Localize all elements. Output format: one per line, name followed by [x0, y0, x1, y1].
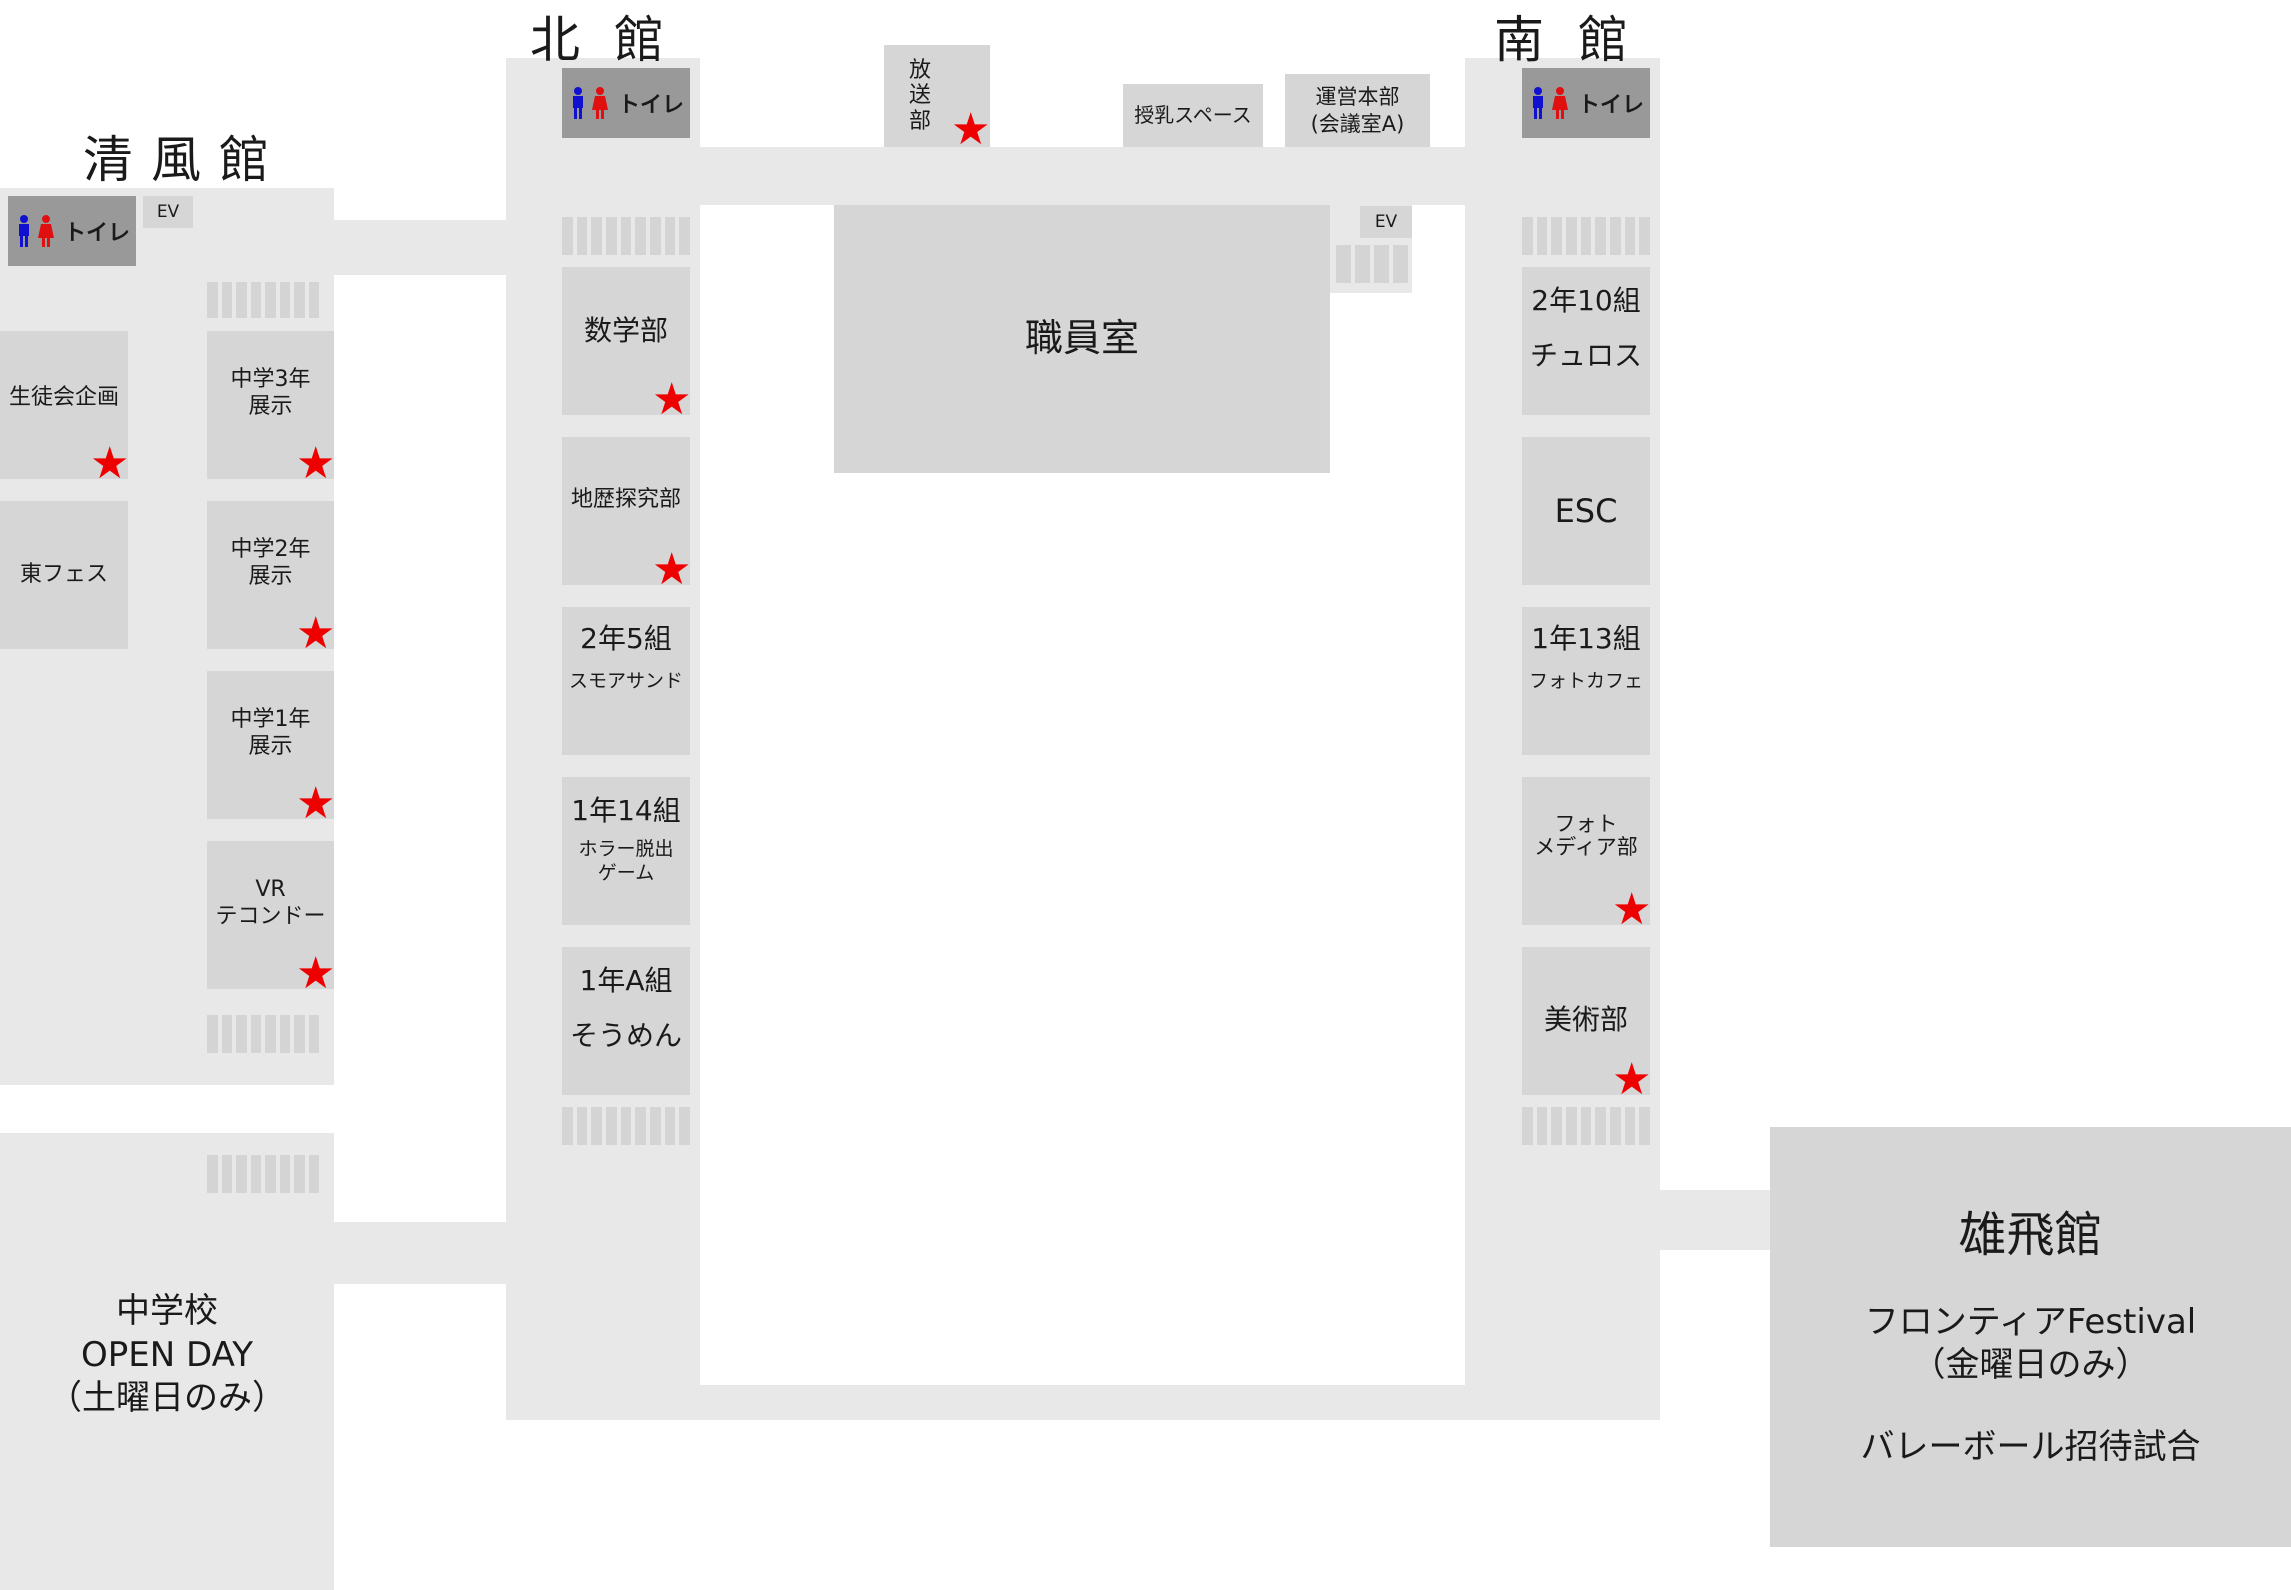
junior-bridge: [334, 1222, 506, 1284]
star-icon: ★: [296, 948, 336, 999]
star-icon: ★: [90, 438, 130, 489]
room-label: 展示: [248, 394, 293, 419]
star-icon: ★: [652, 544, 692, 595]
stairs: [207, 1153, 319, 1195]
seifu-gap: [0, 1085, 134, 1133]
event-label: フロンティアFestival: [1864, 1302, 2197, 1342]
star-icon: ★: [652, 374, 692, 425]
room-label: 中学1年: [230, 706, 311, 732]
stairs: [207, 1013, 319, 1055]
room-label: フォト: [1554, 811, 1618, 836]
star-icon: ★: [951, 104, 991, 155]
photo-media-club-room[interactable]: フォト メディア部: [1522, 777, 1650, 925]
area-label: （土曜日のみ）: [48, 1378, 286, 1419]
north-toilet[interactable]: トイレ: [562, 68, 690, 138]
room-label: 1年A組: [579, 964, 673, 997]
star-icon: ★: [296, 608, 336, 659]
star-icon: ★: [296, 778, 336, 829]
stairs: [562, 215, 691, 257]
geo-history-club-room[interactable]: 地歴探究部: [562, 437, 690, 585]
event-label: （金曜日のみ）: [1911, 1344, 2150, 1385]
jh3-exhibit-room[interactable]: 中学3年 展示: [207, 331, 334, 479]
stairs: [1522, 1105, 1651, 1147]
yuhi-bridge: [1660, 1190, 1770, 1250]
stairs: [562, 1105, 691, 1147]
room-label: 展示: [248, 734, 293, 759]
broadcast-club[interactable]: 放 送 部: [884, 45, 990, 147]
room-label: 放: [908, 58, 931, 84]
seifu-building-label: 清風館: [83, 131, 287, 189]
room-label: 中学2年: [230, 536, 311, 562]
junior-high-area: [0, 1133, 334, 1590]
art-club-room[interactable]: 美術部: [1522, 947, 1650, 1095]
room-label: ホラー脱出: [578, 838, 674, 860]
room-label: 1年14組: [571, 794, 681, 827]
stairs: [1336, 243, 1408, 285]
restroom-icon: [572, 87, 608, 119]
student-council-room[interactable]: 生徒会企画: [0, 331, 128, 479]
seifu-toilet[interactable]: トイレ: [8, 196, 136, 266]
room-label: 中学3年: [230, 366, 311, 392]
seifu-elevator[interactable]: EV: [143, 196, 193, 228]
star-icon: ★: [296, 438, 336, 489]
room-label: メディア部: [1534, 835, 1638, 859]
room-label: 運営本部: [1315, 85, 1400, 110]
stairs: [1522, 215, 1651, 257]
room-label: 1年13組: [1531, 622, 1641, 655]
class-1-13-room[interactable]: 1年13組 フォトカフェ: [1522, 607, 1650, 755]
room-label: 部: [908, 108, 931, 134]
room-label: VR: [255, 876, 286, 902]
room-label: 2年5組: [580, 622, 672, 655]
seifu-gap-2: [200, 1085, 334, 1133]
staff-room[interactable]: 職員室: [834, 205, 1330, 473]
seifu-bridge-top: [334, 220, 506, 275]
restroom-icon: [1532, 87, 1568, 119]
room-label: フォトカフェ: [1528, 670, 1643, 692]
math-club-room[interactable]: 数学部: [562, 267, 690, 415]
north-elevator[interactable]: EV: [1360, 206, 1412, 238]
north-building-label: 北館: [530, 11, 698, 69]
class-1-14-room[interactable]: 1年14組 ホラー脱出 ゲーム: [562, 777, 690, 925]
room-label: 2年10組: [1531, 284, 1641, 317]
operations-hq[interactable]: 運営本部 (会議室A): [1285, 74, 1430, 147]
higashi-fes-room[interactable]: 東フェス: [0, 501, 128, 649]
room-label: ゲーム: [597, 861, 655, 884]
jh1-exhibit-room[interactable]: 中学1年 展示: [207, 671, 334, 819]
room-label: チュロス: [1529, 339, 1642, 372]
class-1-a-room[interactable]: 1年A組 そうめん: [562, 947, 690, 1095]
south-toilet[interactable]: トイレ: [1522, 68, 1650, 138]
nursing-space[interactable]: 授乳スペース: [1123, 84, 1263, 147]
event-label: バレーボール招待試合: [1860, 1427, 2201, 1467]
toilet-label: トイレ: [1577, 93, 1644, 118]
junior-high-open-day[interactable]: 中学校 OPEN DAY （土曜日のみ）: [0, 1290, 334, 1421]
star-icon: ★: [1612, 884, 1652, 935]
room-label: (会議室A): [1310, 111, 1405, 136]
vr-taekwondo-room[interactable]: VR テコンドー: [207, 841, 334, 989]
room-label: そうめん: [569, 1019, 682, 1052]
star-icon: ★: [1612, 1054, 1652, 1105]
room-label: スモアサンド: [568, 670, 683, 692]
stairs: [207, 280, 319, 320]
esc-room[interactable]: ESC: [1522, 437, 1650, 585]
south-building-label: 南館: [1494, 11, 1662, 69]
area-label: OPEN DAY: [81, 1334, 253, 1375]
toilet-label: トイレ: [63, 221, 130, 246]
class-2-5-room[interactable]: 2年5組 スモアサンド: [562, 607, 690, 755]
restroom-icon: [18, 215, 54, 247]
room-label: 展示: [248, 564, 293, 589]
building-label: 雄飛館: [1958, 1207, 2103, 1263]
class-2-10-room[interactable]: 2年10組 チュロス: [1522, 267, 1650, 415]
toilet-label: トイレ: [617, 93, 684, 118]
jh2-exhibit-room[interactable]: 中学2年 展示: [207, 501, 334, 649]
yuhi-building[interactable]: 雄飛館 フロンティアFestival （金曜日のみ） バレーボール招待試合: [1770, 1127, 2291, 1547]
area-label: 中学校: [116, 1291, 218, 1331]
room-label: 送: [908, 83, 931, 109]
room-label: テコンドー: [215, 904, 326, 929]
